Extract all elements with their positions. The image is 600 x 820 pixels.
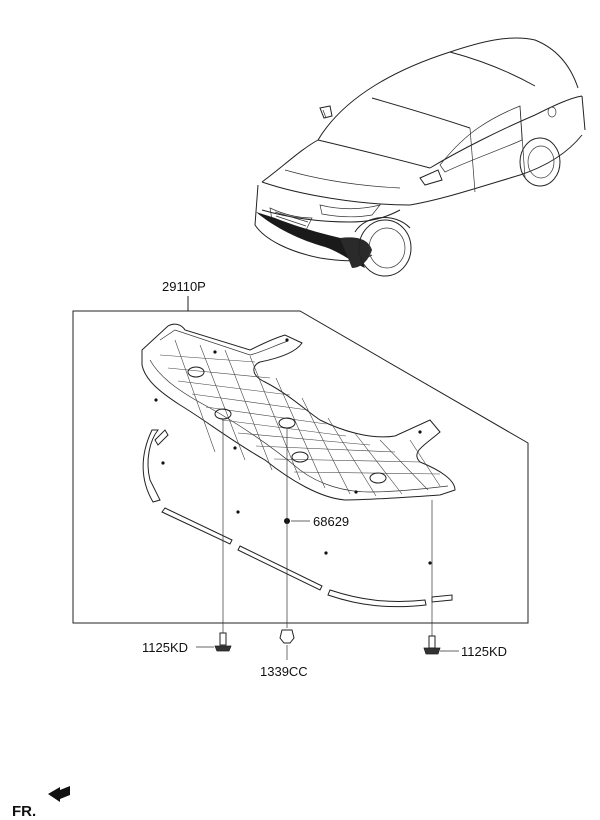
lower-seal-strips bbox=[142, 429, 453, 608]
nut-1339cc bbox=[279, 629, 295, 660]
front-indicator-label: FR. bbox=[12, 803, 36, 820]
nut-part-number: 1339CC bbox=[260, 664, 308, 679]
under-cover-panel bbox=[141, 323, 456, 501]
bolt-right bbox=[423, 635, 459, 655]
bolt-left-part-number: 1125KD bbox=[142, 640, 188, 655]
assembly-part-number: 29110P bbox=[162, 279, 206, 294]
clip-part-number: 68629 bbox=[313, 514, 349, 529]
front-arrow-icon bbox=[48, 786, 70, 802]
bolt-left bbox=[196, 632, 232, 652]
assembly-frame bbox=[72, 310, 529, 624]
vehicle-illustration bbox=[254, 37, 586, 277]
bolt-right-part-number: 1125KD bbox=[461, 644, 507, 659]
clip-68629 bbox=[284, 518, 310, 524]
